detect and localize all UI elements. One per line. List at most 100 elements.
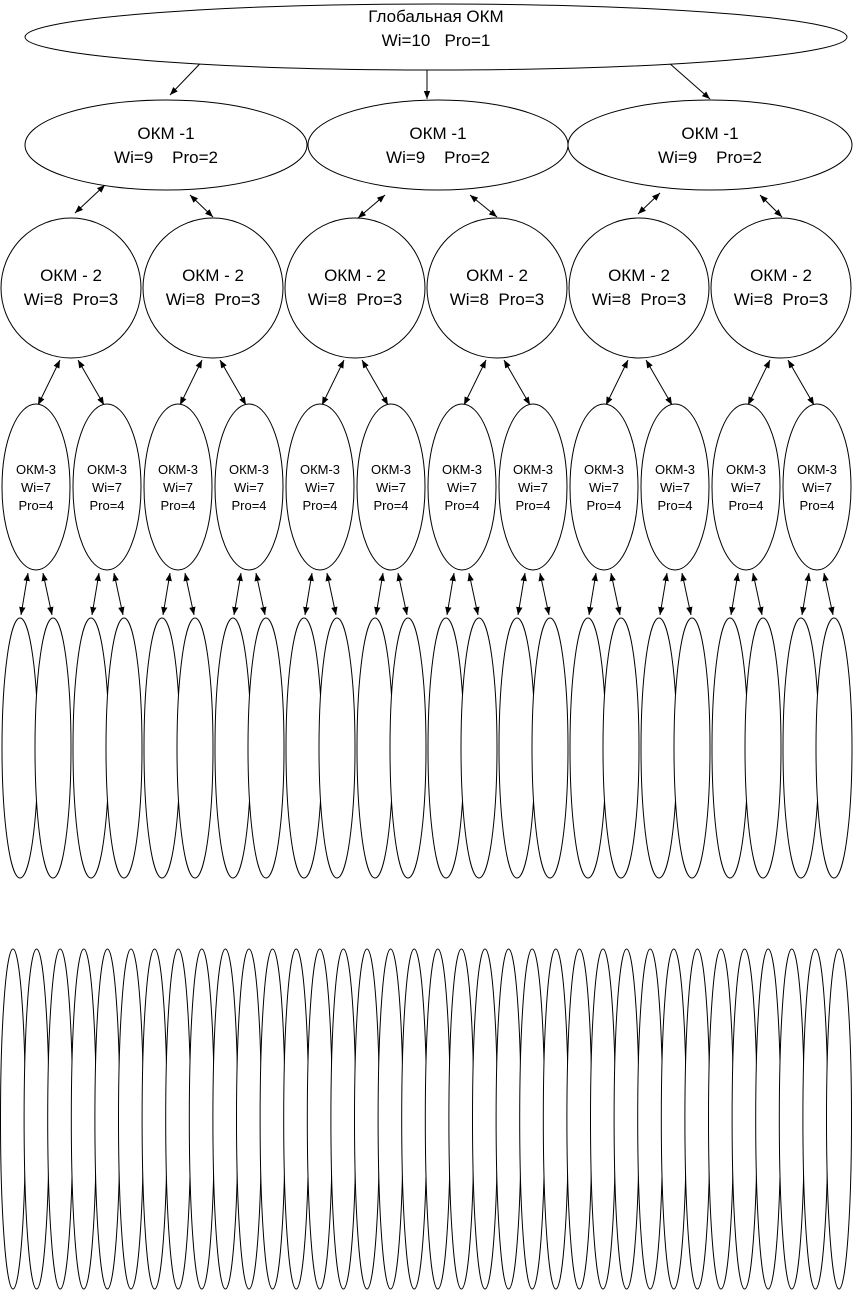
bidirectional-arrow (112, 572, 125, 616)
okm3-node (1, 403, 71, 571)
okm3-node (782, 403, 852, 571)
okm3-pro: Pro=4 (799, 498, 834, 513)
bidirectional-arrow (658, 572, 669, 616)
okm3-title: ОКМ-3 (655, 462, 695, 477)
okm3-node (427, 403, 497, 571)
okm3-node (498, 403, 568, 571)
okm3-node (285, 403, 355, 571)
bottom-node (590, 948, 616, 1290)
level4-node (34, 617, 72, 879)
bottom-node (0, 948, 26, 1290)
level4-node (640, 617, 678, 879)
bottom-node (424, 948, 451, 1290)
bidirectional-arrow (645, 359, 673, 406)
level4-node (711, 617, 749, 879)
bidirectional-arrow (637, 192, 661, 215)
okm3-title: ОКМ-3 (584, 462, 624, 477)
bottom-node (47, 948, 74, 1290)
okm2-params: Wi=8 Pro=3 (592, 290, 687, 309)
bottom-node (118, 948, 144, 1290)
okm2-node (426, 217, 568, 359)
bottom-node (259, 948, 286, 1290)
bidirectional-arrow (787, 359, 815, 406)
bidirectional-arrow (232, 572, 243, 616)
bidirectional-arrow (538, 572, 551, 616)
bottom-node (188, 948, 215, 1290)
okm2-title: ОКМ - 2 (466, 266, 528, 285)
bottom-node (94, 948, 121, 1290)
bidirectional-arrow (463, 359, 487, 406)
okm3-title: ОКМ-3 (229, 462, 269, 477)
okm3-title: ОКМ-3 (797, 462, 837, 477)
okm3-wi: Wi=7 (447, 480, 477, 495)
bidirectional-arrow (822, 572, 835, 616)
level4-node (815, 617, 853, 879)
okm2-node (0, 217, 142, 359)
bidirectional-arrow (759, 194, 783, 218)
bidirectional-arrow (469, 194, 498, 218)
level4-node (285, 617, 323, 879)
okm3-title: ОКМ-3 (300, 462, 340, 477)
bidirectional-arrow (396, 572, 409, 616)
bottom-node (495, 948, 522, 1290)
level4-node (744, 617, 782, 879)
okm3-wi: Wi=7 (163, 480, 193, 495)
level4-node (72, 617, 110, 879)
okm3-node (72, 403, 142, 571)
okm3-pro: Pro=4 (160, 498, 195, 513)
bottom-node (377, 948, 404, 1290)
okm3-pro: Pro=4 (89, 498, 124, 513)
bidirectional-arrow (41, 572, 54, 616)
okm3-pro: Pro=4 (586, 498, 621, 513)
bottom-node (141, 948, 168, 1290)
okm1-node (24, 99, 308, 191)
okm3-title: ОКМ-3 (158, 462, 198, 477)
okm3-wi: Wi=7 (21, 480, 51, 495)
level4-node (1, 617, 39, 879)
level4-node (673, 617, 711, 879)
bidirectional-arrow (325, 572, 338, 616)
bottom-node (731, 948, 758, 1290)
bottom-node (778, 948, 805, 1290)
level4-node (498, 617, 536, 879)
okm3-title: ОКМ-3 (442, 462, 482, 477)
okm3-title: ОКМ-3 (371, 462, 411, 477)
okm2-params: Wi=8 Pro=3 (24, 290, 119, 309)
bidirectional-arrow (37, 359, 61, 406)
bottom-node (472, 948, 498, 1290)
arrows (19, 47, 835, 616)
bidirectional-arrow (189, 194, 214, 218)
level4-node (176, 617, 214, 879)
okm2-params: Wi=8 Pro=3 (308, 290, 403, 309)
global-title: Глобальная ОКМ (368, 7, 503, 26)
okm3-wi: Wi=7 (234, 480, 264, 495)
okm2-title: ОКМ - 2 (182, 266, 244, 285)
okm3-node (711, 403, 781, 571)
bidirectional-arrow (680, 572, 693, 616)
bidirectional-arrow (605, 359, 629, 406)
okm1-title: ОКМ -1 (681, 124, 738, 143)
okm2-node (284, 217, 426, 359)
bottom-node (755, 948, 782, 1290)
level4-node (356, 617, 394, 879)
bidirectional-arrow (587, 572, 598, 616)
global-params: Wi=10 Pro=1 (382, 31, 491, 50)
bidirectional-arrow (303, 572, 314, 616)
bottom-node (708, 948, 734, 1290)
okm2-node (142, 217, 284, 359)
okm3-pro: Pro=4 (515, 498, 550, 513)
bidirectional-arrow (516, 572, 527, 616)
okm3-pro: Pro=4 (728, 498, 763, 513)
okm3-wi: Wi=7 (731, 480, 761, 495)
okm1-params: Wi=9 Pro=2 (386, 148, 490, 167)
level4-node (569, 617, 607, 879)
okm3-node (569, 403, 639, 571)
level4-node (214, 617, 252, 879)
bidirectional-arrow (361, 359, 389, 406)
okm2-title: ОКМ - 2 (324, 266, 386, 285)
bottom-node (212, 948, 239, 1290)
okm2-title: ОКМ - 2 (40, 266, 102, 285)
okm3-pro: Pro=4 (302, 498, 337, 513)
bidirectional-arrow (321, 359, 345, 406)
